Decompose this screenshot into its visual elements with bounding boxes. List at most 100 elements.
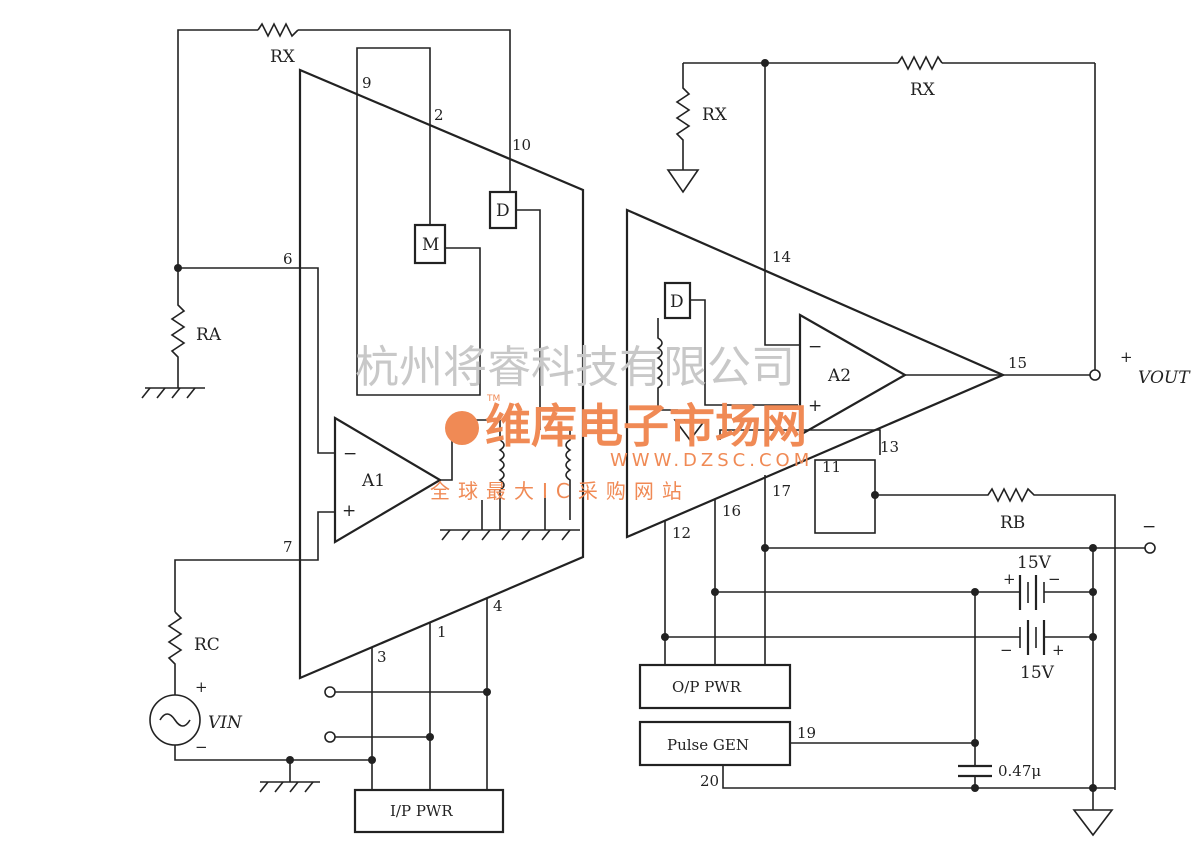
pin-6: 6 — [283, 250, 293, 268]
transformer-coil — [565, 430, 572, 520]
rx-left-label: RX — [270, 47, 296, 67]
op-pwr-label: O/P PWR — [672, 678, 742, 696]
pin-7: 7 — [283, 538, 293, 556]
ra-label: RA — [196, 325, 222, 345]
pin-14: 14 — [772, 248, 791, 266]
capacitor — [958, 764, 992, 778]
wire — [722, 765, 1115, 789]
ground-triangle — [1072, 809, 1114, 837]
transformer-coil — [656, 318, 678, 411]
common-minus: − — [1142, 517, 1156, 537]
transformer-coil — [498, 420, 505, 530]
junction — [1089, 588, 1097, 596]
a1-minus: − — [343, 444, 357, 464]
output-stage-triangle — [625, 208, 1006, 539]
a2-label: A2 — [827, 366, 851, 386]
wire — [764, 63, 800, 346]
vout-terminal — [1089, 369, 1101, 381]
battery-top-plus: + — [1003, 570, 1016, 588]
pin-13: 13 — [880, 438, 899, 456]
wire — [298, 29, 511, 192]
d-box-left-label: D — [496, 201, 510, 221]
vout-label: VOUT — [1138, 368, 1191, 388]
amplifier-a2 — [798, 313, 908, 437]
rx-vertical-label: RX — [702, 105, 728, 125]
wire — [516, 209, 541, 430]
watermark-slogan: 全球最大IC采购网站 — [430, 479, 690, 503]
wire — [178, 267, 335, 454]
pin-1: 1 — [437, 623, 447, 641]
a1-plus: + — [342, 501, 356, 521]
wire — [690, 299, 798, 406]
watermark-url: WWW.DZSC.COM — [610, 450, 813, 471]
junction — [426, 733, 434, 741]
resistor-ra — [170, 268, 186, 388]
ground-symbol — [141, 387, 205, 399]
battery-bottom — [1019, 620, 1046, 655]
watermark-logo-icon — [445, 411, 479, 445]
watermark: 杭州将睿科技有限公司 TM 维库电子市场网 WWW.DZSC.COM 全球最大I… — [355, 342, 813, 503]
amplifier-a1 — [333, 416, 443, 544]
resistor-rc — [167, 611, 183, 695]
ground-triangle — [673, 419, 707, 442]
ip-pwr-label: I/P PWR — [390, 802, 453, 820]
junction — [971, 784, 979, 792]
resistor-rx-left — [257, 22, 299, 38]
rc-label: RC — [194, 635, 220, 655]
vin-label: VIN — [208, 713, 243, 733]
pin-19: 19 — [797, 724, 816, 742]
pin-12: 12 — [672, 524, 691, 542]
pin-11: 11 — [822, 458, 841, 476]
a2-minus: − — [808, 337, 822, 357]
ground-symbol — [259, 781, 320, 793]
power-terminal — [324, 731, 336, 743]
power-terminal — [324, 686, 336, 698]
pin-17: 17 — [772, 482, 791, 500]
pin-4: 4 — [493, 597, 503, 615]
pin-10: 10 — [512, 136, 531, 154]
pin-3: 3 — [377, 648, 387, 666]
common-terminal — [1144, 542, 1156, 554]
watermark-brand: 维库电子市场网 — [485, 399, 807, 453]
watermark-tm: TM — [486, 394, 500, 404]
wire — [356, 47, 481, 396]
wire — [174, 745, 372, 761]
resistor-rx-feedback — [897, 55, 943, 71]
a1-label: A1 — [361, 471, 385, 491]
battery-bottom-label: 15V — [1020, 663, 1055, 683]
a2-plus: + — [808, 396, 822, 416]
vin-plus: + — [195, 678, 208, 696]
m-box-label: M — [422, 235, 439, 255]
input-stage-trapezoid — [298, 68, 585, 680]
battery-bottom-plus: + — [1052, 641, 1065, 659]
pin-16: 16 — [722, 502, 741, 520]
d-box-right-label: D — [670, 292, 684, 312]
m-box — [413, 223, 447, 265]
pin-2: 2 — [434, 106, 444, 124]
junction — [368, 756, 376, 764]
junction — [971, 739, 979, 747]
junction — [483, 688, 491, 696]
battery-bottom-minus: − — [1000, 641, 1013, 659]
rx-feedback-label: RX — [910, 80, 936, 100]
wire — [177, 29, 258, 268]
sine-wave-icon — [159, 713, 191, 727]
capacitor-label: 0.47μ — [998, 762, 1041, 780]
junction — [1089, 633, 1097, 641]
ip-pwr-box — [353, 788, 505, 834]
pin-15: 15 — [1008, 354, 1027, 372]
vin-minus: − — [195, 738, 208, 756]
resistor-rb — [875, 487, 1116, 790]
wire — [719, 429, 881, 455]
rb-label: RB — [1000, 513, 1025, 533]
op-pwr-box — [638, 663, 792, 710]
ground-triangle — [666, 169, 700, 194]
ground-symbol — [440, 529, 580, 541]
battery-top — [1018, 575, 1045, 610]
battery-top-minus: − — [1048, 570, 1061, 588]
pulse-gen-label: Pulse GEN — [667, 736, 749, 754]
pin-20: 20 — [700, 772, 719, 790]
pin-9: 9 — [362, 74, 372, 92]
watermark-company: 杭州将睿科技有限公司 — [355, 342, 795, 393]
